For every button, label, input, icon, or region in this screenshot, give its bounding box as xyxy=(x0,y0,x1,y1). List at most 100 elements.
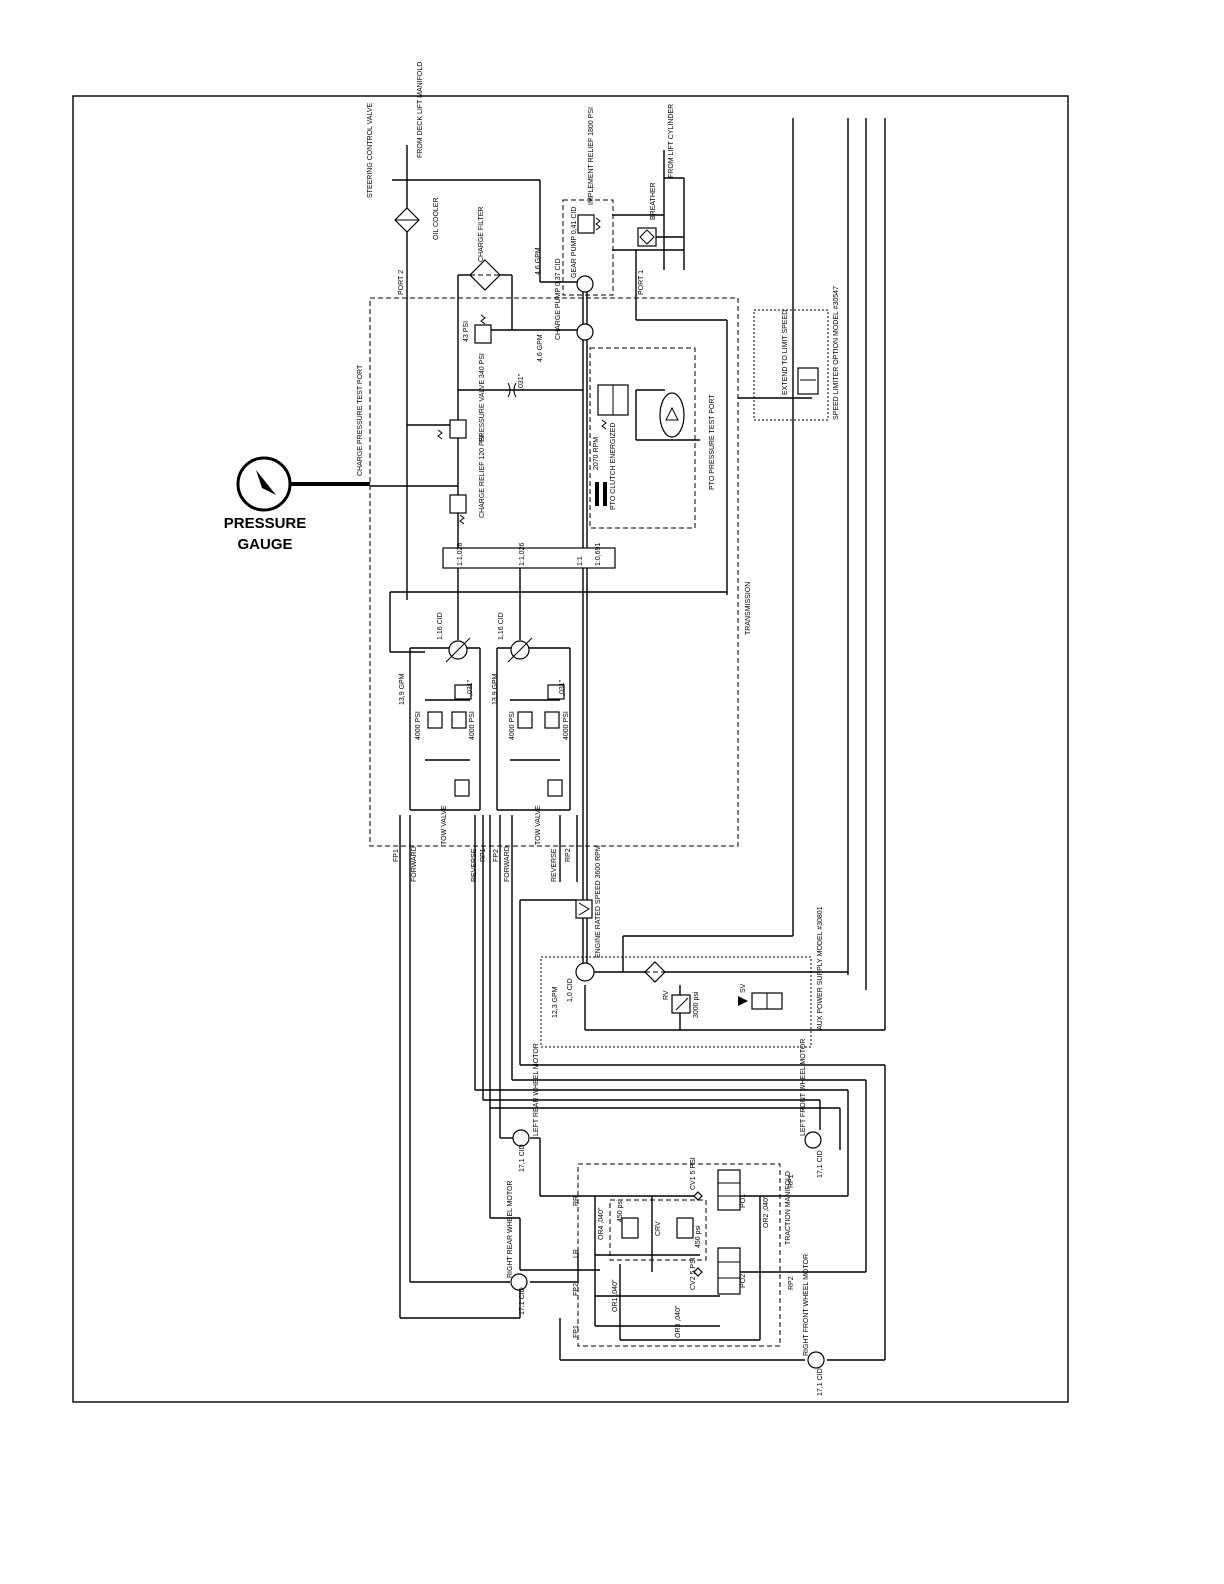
label-engine-speed: ENGINE RATED SPEED 3600 RPM xyxy=(595,845,602,958)
label-cid-116-a: 1,16 CID xyxy=(437,612,444,640)
label-fp1-m: FP1 xyxy=(573,1325,580,1338)
pressure-gauge-label-line2: GAUGE xyxy=(237,536,293,553)
label-extend-limit: EXTEND TO LIMIT SPEED xyxy=(782,310,789,395)
label-reverse-a: REVERSE xyxy=(471,848,478,882)
relief-valve-b-icon xyxy=(451,711,467,729)
cv2-check-icon xyxy=(693,1267,703,1277)
po2-valve-icon xyxy=(717,1247,741,1295)
crv-valve-left-icon xyxy=(621,1217,639,1239)
label-steering-control: STEERING CONTROL VALVE xyxy=(367,103,374,198)
right-front-motor-icon xyxy=(807,1351,825,1369)
orifice-block-b-icon xyxy=(547,684,565,700)
label-tow-valve-a: TOW VALVE xyxy=(441,805,448,845)
relief-valve-d-icon xyxy=(544,711,560,729)
left-variable-pump-icon xyxy=(445,637,471,663)
gear-pump-boundary xyxy=(562,199,614,296)
label-sv: SV xyxy=(740,983,747,993)
label-left-rear: LEFT REAR WHEEL MOTOR xyxy=(533,1043,540,1136)
check-valve-b-icon xyxy=(547,779,563,797)
aux-pump-icon xyxy=(575,962,595,982)
label-or1: OR1 ,040" xyxy=(612,1279,619,1312)
relief-valve-c-icon xyxy=(517,711,533,729)
label-orifice-031a: ,031" xyxy=(518,373,525,390)
gear-pump-icon xyxy=(576,275,594,293)
orifice-icon xyxy=(507,382,517,398)
relief-valve-a-icon xyxy=(427,711,443,729)
po1-valve-icon xyxy=(717,1169,741,1211)
label-psi4000-c: 4000 PSI xyxy=(509,711,516,740)
label-oil-cooler: OIL COOLER xyxy=(433,197,440,240)
speed-limiter-cylinder-icon xyxy=(797,367,819,395)
label-reverse-b: REVERSE xyxy=(551,848,558,882)
left-front-motor-icon xyxy=(804,1131,822,1149)
label-cid-10: 1,0 CID xyxy=(567,978,574,1002)
charge-relief-valve-icon xyxy=(449,494,467,525)
label-rp1-a: RP1 xyxy=(480,848,487,862)
label-psi3000: 3000 psi xyxy=(693,991,700,1018)
label-charge-filter: CHARGE FILTER xyxy=(478,207,485,263)
label-or4: OR4 ,040" xyxy=(598,1207,605,1240)
label-speed-limiter: SPEED LIMITER OPTION MODEL #30547 xyxy=(833,286,840,420)
label-psi43: 43 PSI xyxy=(463,321,470,342)
label-fp2: FP2 xyxy=(493,849,500,862)
pto-clutch-icon xyxy=(595,482,607,506)
label-gpm-46-mid: 4,6 GPM xyxy=(537,334,544,362)
label-psi4000-b: 4000 PSI xyxy=(469,711,476,740)
label-charge-relief: CHARGE RELIEF 120 PSI xyxy=(479,435,486,518)
label-port2: PORT 2 xyxy=(398,270,405,295)
label-rp2-a: RP2 xyxy=(565,848,572,862)
label-ratio3: 1:1 xyxy=(577,556,584,566)
crv-boundary xyxy=(609,1199,707,1261)
cv1-check-icon xyxy=(693,1191,703,1201)
oil-cooler-icon xyxy=(394,207,420,233)
pto-clutch-boundary xyxy=(589,347,696,529)
label-ratio1: 1:1,026 xyxy=(457,543,464,566)
label-charge-pump: CHARGE PUMP 0,37 CID xyxy=(555,258,562,340)
pto-accumulator-icon xyxy=(659,392,685,438)
psi43-valve-icon xyxy=(474,314,492,344)
label-implement-relief: IMPLEMENT RELIEF 1800 PSI xyxy=(588,107,595,205)
label-rr: RR xyxy=(573,1196,580,1206)
label-cid-171-d: 17,1 CID xyxy=(817,1368,824,1396)
label-gpm-46-top: 4,6 GPM xyxy=(535,247,542,275)
right-variable-pump-icon xyxy=(507,637,533,663)
label-gpm-123: 12,3 GPM xyxy=(552,986,559,1018)
label-from-deck-lift: FROM DECK LIFT MANIFOLD xyxy=(417,62,424,158)
label-pto-clutch: PTO CLUTCH ENERGIZED xyxy=(610,423,617,510)
label-pressure-valve: PRESSURE VALVE 340 PSI xyxy=(479,353,486,442)
label-gpm-139-a: 13,9 GPM xyxy=(399,673,406,705)
label-or3: OR3 ,040" xyxy=(675,1305,682,1338)
label-forward-a: FORWARD xyxy=(411,846,418,882)
label-cid-171-c: 17,1 CID xyxy=(519,1287,526,1315)
aux-filter-icon xyxy=(644,961,666,983)
speed-limiter-boundary xyxy=(753,309,829,421)
label-cv2: CV2 5 PSI xyxy=(690,1257,697,1290)
label-po1: PO1 xyxy=(740,1194,747,1208)
label-psi4000-d: 4000 PSI xyxy=(563,711,570,740)
transmission-boundary xyxy=(369,297,739,847)
implement-relief-valve-icon xyxy=(577,214,601,234)
crv-valve-right-icon xyxy=(676,1217,694,1239)
check-valve-a-icon xyxy=(454,779,470,797)
distribution-block xyxy=(442,547,616,569)
label-charge-test-port: CHARGE PRESSURE TEST PORT xyxy=(357,364,364,476)
label-orifice-031c: ,031" xyxy=(559,679,566,696)
label-ratio4: 1:0,691 xyxy=(595,543,602,566)
label-forward-b: FORWARD xyxy=(504,846,511,882)
label-lr: LR xyxy=(573,1249,580,1258)
rv-relief-valve-icon xyxy=(671,994,691,1014)
label-right-rear: RIGHT REAR WHEEL MOTOR xyxy=(507,1181,514,1279)
label-right-front: RIGHT FRONT WHEEL MOTOR xyxy=(803,1254,810,1356)
pressure-gauge-label-line1: PRESSURE xyxy=(223,515,307,532)
label-psi450a: 450 psi xyxy=(617,1199,624,1222)
label-aux-power: AUX POWER SUPPLY MODEL #30801 xyxy=(817,906,824,1030)
label-tow-valve-b: TOW VALVE xyxy=(535,805,542,845)
right-rear-motor-icon xyxy=(510,1273,528,1291)
label-or2: OR2 ,040" xyxy=(763,1195,770,1228)
label-gear-pump: GEAR PUMP 0,41 CID xyxy=(571,207,578,278)
label-rp2-m: RP2 xyxy=(788,1276,795,1290)
pto-valve-icon xyxy=(597,384,629,430)
sv-solenoid-valve-icon xyxy=(738,992,783,1010)
pressure-valve-icon xyxy=(437,419,467,440)
